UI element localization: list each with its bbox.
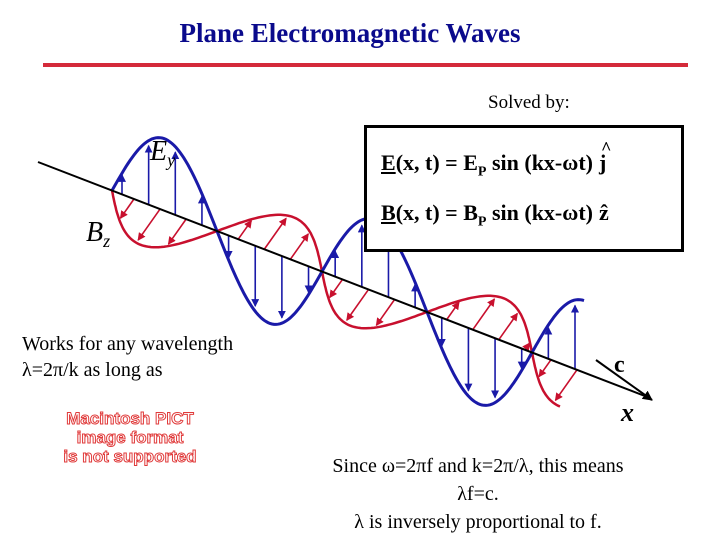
bz-label: Bz [86,217,110,251]
b-field-arrow [168,219,186,244]
b-field-arrow [473,299,495,330]
b-field-arrow [120,199,134,218]
b-field-arrow [330,279,343,297]
b-field-arrow [347,289,369,320]
z-hat-unit-vector: ẑ [599,200,609,226]
b-field-arrow [499,314,517,340]
j-hat-unit-vector: ^j [599,150,606,176]
x-axis-label: x [620,398,634,427]
b-field-arrow [138,209,160,240]
wavelength-note: Works for any wavelength λ=2π/k as long … [22,331,233,383]
b-field-arrow [555,370,577,400]
b-field-arrow [264,218,286,249]
b-field-arrow [525,343,530,350]
equations-box: E(x, t) = EP sin (kx-ωt)^j B(x, t) = BP … [364,125,684,252]
b-field-arrow [376,300,394,326]
conclusion-text: Since ω=2πf and k=2π/λ, this means λf=c.… [298,452,658,536]
c-label: c [614,352,625,378]
b-field-arrow [290,234,308,259]
b-field-equation: B(x, t) = BP sin (kx-ωt)ẑ [381,200,609,230]
pict-placeholder-image: Macintosh PICT image format is not suppo… [30,409,230,466]
e-field-equation: E(x, t) = EP sin (kx-ωt)^j [381,150,606,180]
b-field-arrow [539,360,551,377]
